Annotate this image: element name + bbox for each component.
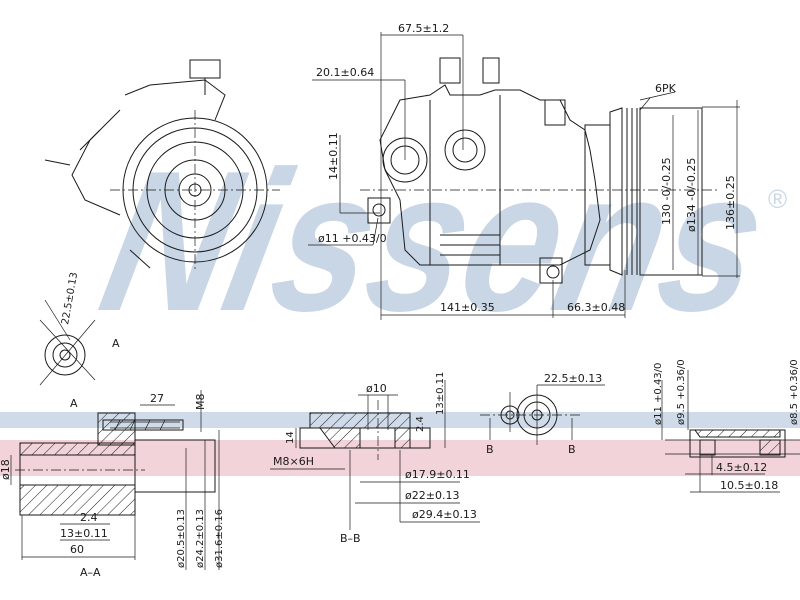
dim-step-b: 2.4 xyxy=(415,416,426,432)
dim-depth-27: 27 xyxy=(150,392,164,405)
dim-port-offset: 20.1±0.64 xyxy=(316,66,374,79)
section-mark-b-right: B xyxy=(568,443,576,456)
dim-pulley-dia-3: 136±0.25 xyxy=(724,175,737,230)
dim-length: 141±0.35 xyxy=(440,301,495,314)
dim-dia-20-5: ø20.5±0.13 xyxy=(176,509,187,568)
dim-dia-24-2: ø24.2±0.13 xyxy=(195,509,206,568)
port-view: 22.5±0.13 B B xyxy=(480,372,605,456)
dim-pulley-dia-1: 130 -0/-0.25 xyxy=(660,157,673,225)
dim-hole-dia: ø11 +0.43/0 xyxy=(318,232,387,245)
section-mark-a-bottom: A xyxy=(70,397,78,410)
dim-dia-17-9: ø17.9±0.11 xyxy=(405,468,470,481)
dim-pipe-dia-8-5: ø8.5 +0.36/0 xyxy=(789,359,800,425)
dim-thickness-14: 14 xyxy=(285,431,296,444)
dim-pipe-dia-11: ø11 +0.43/0 xyxy=(653,363,664,425)
dim-pipe-len-10-5: 10.5±0.18 xyxy=(720,479,778,492)
dim-pulley-dia-2: ø134 -0/-0.25 xyxy=(685,158,698,232)
section-b-b: ø10 13±0.11 2.4 14 M8×6H ø17.9±0.11 ø22±… xyxy=(270,372,480,545)
dim-step-a: 2.4 xyxy=(80,511,98,524)
dim-dia-29-4: ø29.4±0.13 xyxy=(412,508,477,521)
registered-mark: ® xyxy=(768,184,787,214)
section-mark-b-left: B xyxy=(486,443,494,456)
dim-pipe-dia-9-5: ø9.5 +0.36/0 xyxy=(676,359,687,425)
dim-length-60: 60 xyxy=(70,543,84,556)
dim-dia-22: ø22±0.13 xyxy=(405,489,459,502)
dim-thread-m8: M8 xyxy=(194,394,207,411)
dim-bore: ø18 xyxy=(0,459,12,480)
watermark-logo: Nissens xyxy=(86,129,784,352)
compressor-front-view xyxy=(44,59,280,270)
section-a-a: 27 M8 ø18 2.4 13±0.11 60 A–A ø20.5±0.13 … xyxy=(0,390,225,579)
section-title-b-b: B–B xyxy=(340,532,361,545)
side-view-dimensions: 67.5±1.2 20.1±0.64 14±0.11 ø11 +0.43/0 6… xyxy=(308,22,740,320)
dim-dia-31-6: ø31.6±0.16 xyxy=(214,509,225,568)
belt-type-label: 6PK xyxy=(655,82,677,95)
dim-offset-13: 13±0.11 xyxy=(60,527,108,540)
angle-label: 22.5±0.13 xyxy=(60,271,80,325)
svg-text:Nissens: Nissens xyxy=(86,129,784,352)
pipe-detail: ø11 +0.43/0 ø9.5 +0.36/0 ø8.5 +0.36/0 4.… xyxy=(653,359,800,493)
dim-height-13: 13±0.11 xyxy=(435,372,446,415)
dim-port-angle: 22.5±0.13 xyxy=(544,372,602,385)
section-title-a-a: A–A xyxy=(80,566,101,579)
dim-pipe-len-4-5: 4.5±0.12 xyxy=(716,461,767,474)
section-mark-a-top: A xyxy=(112,337,120,350)
dim-overall-width: 67.5±1.2 xyxy=(398,22,449,35)
dim-thread-m8x6h: M8×6H xyxy=(273,455,314,468)
dim-hole-10: ø10 xyxy=(366,382,387,395)
dim-pulley-offset: 66.3±0.48 xyxy=(567,301,625,314)
dim-mount-height: 14±0.11 xyxy=(327,132,340,180)
compressor-side-view xyxy=(360,57,720,284)
